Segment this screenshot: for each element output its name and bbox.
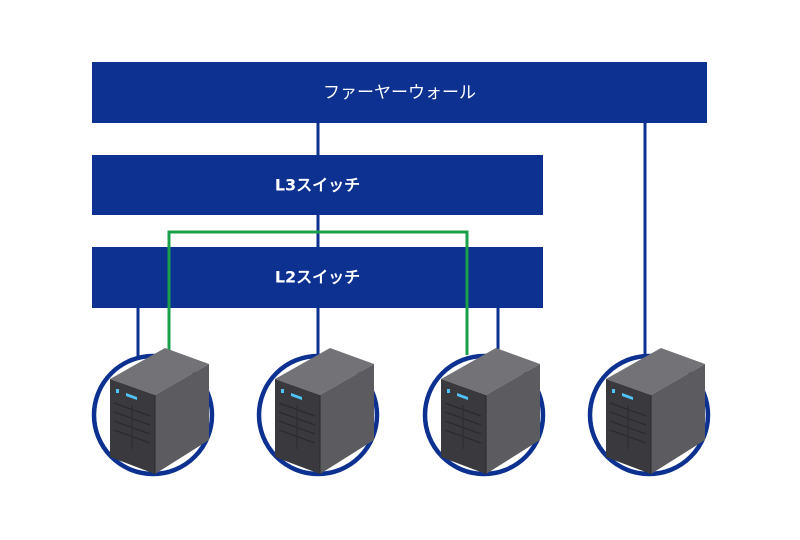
led-indicator xyxy=(622,393,633,400)
redundant-link-server1-server3 xyxy=(167,230,469,355)
server-1[interactable] xyxy=(91,348,215,477)
server-icon xyxy=(606,348,705,474)
led-indicator xyxy=(457,393,468,400)
led-indicator xyxy=(126,393,137,400)
firewall-bar[interactable]: ファーヤーウォール xyxy=(92,62,707,123)
l2-switch-bar[interactable]: L2スイッチ xyxy=(92,247,543,308)
firewall-label: ファーヤーウォール xyxy=(323,83,476,103)
server-4[interactable] xyxy=(587,348,711,477)
server-2[interactable] xyxy=(256,348,380,477)
l3-switch-label: L3スイッチ xyxy=(275,176,360,195)
led-indicator xyxy=(281,389,284,393)
l3-switch-bar[interactable]: L3スイッチ xyxy=(92,155,543,215)
server-3[interactable] xyxy=(422,348,546,477)
server-icon xyxy=(441,348,540,474)
led-indicator xyxy=(612,389,615,393)
server-icon xyxy=(275,348,374,474)
led-indicator xyxy=(447,389,450,393)
l2-switch-label: L2スイッチ xyxy=(275,268,360,287)
servers-layer xyxy=(91,348,711,477)
led-indicator xyxy=(116,389,119,393)
led-indicator xyxy=(291,393,302,400)
links-layer xyxy=(136,123,647,360)
server-icon xyxy=(110,348,209,474)
